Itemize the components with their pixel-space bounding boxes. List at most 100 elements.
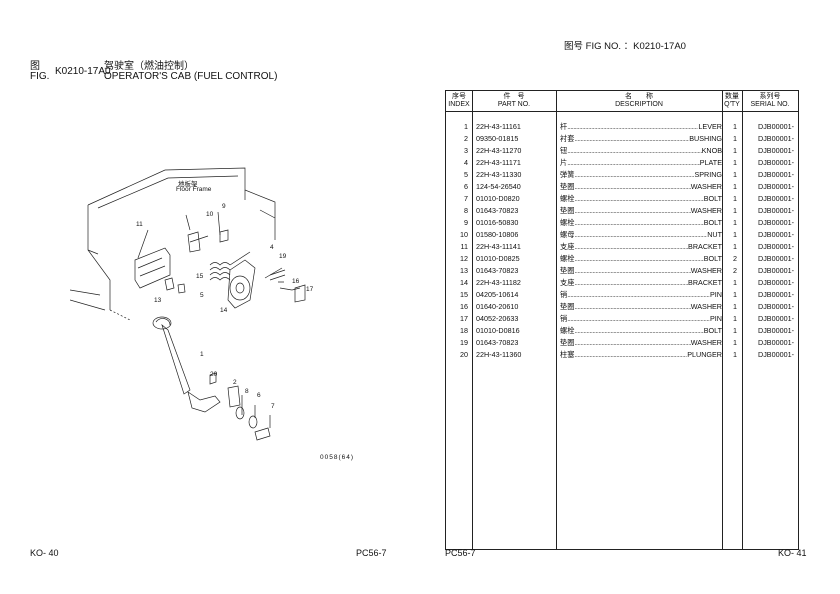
row-serial-no: DJB00001- xyxy=(758,254,794,263)
page-number-right: KO- 41 xyxy=(778,548,807,558)
row-part-no: 22H-43-11330 xyxy=(476,170,522,179)
row-description: 支座......................................… xyxy=(560,278,722,287)
row-desc-en: SPRING xyxy=(694,170,722,179)
row-description: 螺栓......................................… xyxy=(560,326,722,335)
row-description: 螺母......................................… xyxy=(560,230,722,239)
row-part-no: 04205-10614 xyxy=(476,290,519,299)
row-index: 4 xyxy=(464,158,468,167)
row-part-no: 01580-10806 xyxy=(476,230,519,239)
row-part-no: 22H-43-11270 xyxy=(476,146,522,155)
title-en: OPERATOR'S CAB (FUEL CONTROL) xyxy=(104,71,278,82)
row-desc-cn: 衬套 xyxy=(560,134,575,143)
row-desc-cn: 螺栓 xyxy=(560,326,575,335)
row-qty: 1 xyxy=(733,158,737,167)
row-desc-en: BUSHING xyxy=(689,134,722,143)
row-qty: 2 xyxy=(733,254,737,263)
fig-number: K0210-17A0 xyxy=(55,66,111,77)
row-part-no: 09350-01815 xyxy=(476,134,519,143)
row-index: 15 xyxy=(460,290,468,299)
row-desc-cn: 销 xyxy=(560,314,568,323)
callout-11: 11 xyxy=(136,221,143,228)
row-part-no: 22H-43-11171 xyxy=(476,158,521,167)
row-description: 销.......................................… xyxy=(560,290,722,299)
model-label-left-page: PC56-7 xyxy=(356,548,387,558)
row-qty: 1 xyxy=(733,338,737,347)
title-cn: 驾驶室（燃油控制） xyxy=(104,61,194,72)
row-desc-cn: 螺母 xyxy=(560,230,575,239)
row-desc-en: PIN xyxy=(710,290,722,299)
row-serial-no: DJB00001- xyxy=(758,242,794,251)
row-desc-en: LEVER xyxy=(698,122,722,131)
floor-frame-label-en: Floor Frame xyxy=(176,186,212,193)
row-part-no: 01643-70823 xyxy=(476,338,519,347)
row-qty: 1 xyxy=(733,242,737,251)
row-desc-cn: 垫圈 xyxy=(560,338,575,347)
row-desc-cn: 支座 xyxy=(560,242,575,251)
row-serial-no: DJB00001- xyxy=(758,290,794,299)
callout-14: 14 xyxy=(220,307,228,314)
row-serial-no: DJB00001- xyxy=(758,326,794,335)
table-row: 12 01010-D0825 螺栓.........................… xyxy=(446,253,798,265)
row-description: 垫圈......................................… xyxy=(560,266,722,275)
row-index: 3 xyxy=(464,146,468,155)
row-qty: 1 xyxy=(733,182,737,191)
row-description: 螺栓......................................… xyxy=(560,254,722,263)
row-qty: 1 xyxy=(733,218,737,227)
row-part-no: 124-54-26540 xyxy=(476,182,521,191)
row-desc-en: WASHER xyxy=(690,338,722,347)
row-desc-en: BRACKET xyxy=(688,278,722,287)
row-index: 18 xyxy=(460,326,468,335)
floor-frame-label-cn: 地板架 xyxy=(178,181,198,188)
callout-16: 16 xyxy=(292,278,300,285)
row-index: 8 xyxy=(464,206,468,215)
row-desc-cn: 柱塞 xyxy=(560,350,575,359)
row-index: 20 xyxy=(460,350,468,359)
row-index: 11 xyxy=(460,242,468,251)
row-qty: 1 xyxy=(733,206,737,215)
callout-17: 17 xyxy=(306,286,314,293)
row-desc-cn: 垫圈 xyxy=(560,266,575,275)
row-serial-no: DJB00001- xyxy=(758,278,794,287)
row-description: 销.......................................… xyxy=(560,314,722,323)
row-qty: 1 xyxy=(733,230,737,239)
row-desc-en: NUT xyxy=(707,230,722,239)
row-desc-en: PIN xyxy=(710,314,722,323)
callout-4: 4 xyxy=(270,244,274,251)
callout-20: 20 xyxy=(210,371,218,378)
table-row: 15 04205-10614 销..........................… xyxy=(446,289,798,301)
row-desc-cn: 销 xyxy=(560,290,568,299)
callout-1: 1 xyxy=(200,351,204,358)
row-index: 6 xyxy=(464,182,468,191)
row-qty: 1 xyxy=(733,302,737,311)
row-desc-cn: 螺栓 xyxy=(560,218,575,227)
row-desc-en: WASHER xyxy=(690,206,722,215)
row-desc-cn: 螺栓 xyxy=(560,254,575,263)
row-description: 垫圈......................................… xyxy=(560,338,722,347)
row-desc-en: BOLT xyxy=(703,326,722,335)
row-index: 1 xyxy=(464,122,468,131)
row-desc-en: BOLT xyxy=(703,254,722,263)
row-part-no: 22H-43-11141 xyxy=(476,242,521,251)
row-part-no: 01010-D0825 xyxy=(476,254,520,263)
row-description: 柱塞......................................… xyxy=(560,350,722,359)
row-desc-cn: 钮 xyxy=(560,146,568,155)
row-index: 12 xyxy=(460,254,468,263)
row-part-no: 01010-D0820 xyxy=(476,194,520,203)
row-serial-no: DJB00001- xyxy=(758,266,794,275)
row-serial-no: DJB00001- xyxy=(758,350,794,359)
callout-5: 5 xyxy=(200,292,204,299)
row-description: 衬套......................................… xyxy=(560,134,722,143)
row-serial-no: DJB00001- xyxy=(758,230,794,239)
row-serial-no: DJB00001- xyxy=(758,182,794,191)
